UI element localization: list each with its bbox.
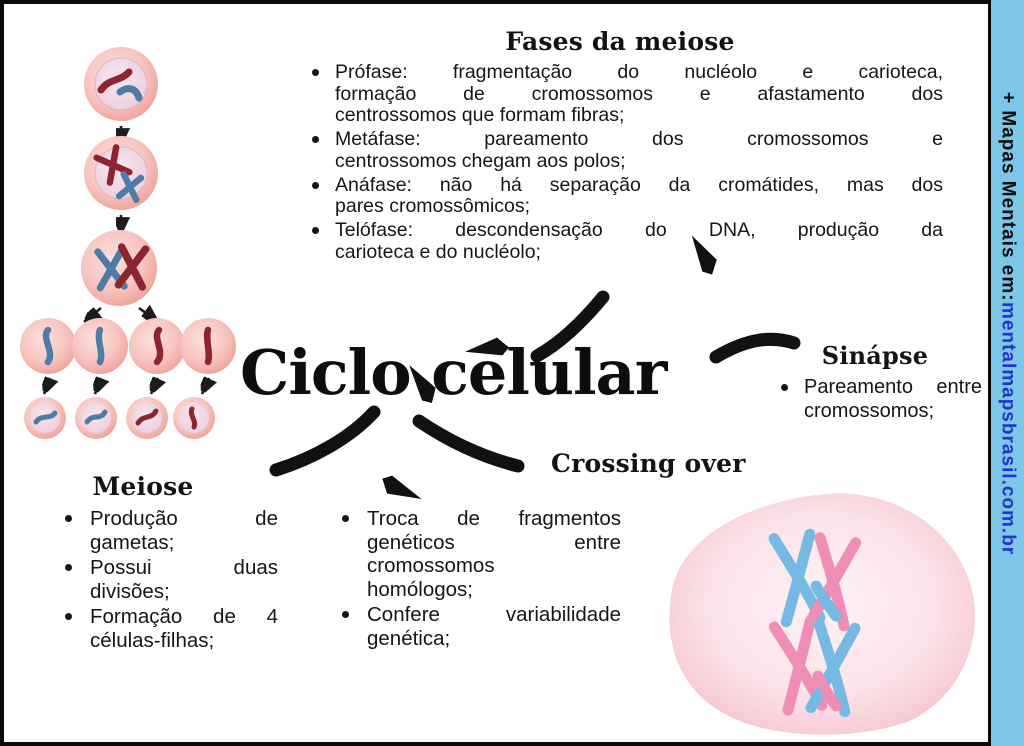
bullet-dot bbox=[65, 613, 72, 620]
cell-pair-red-icon bbox=[129, 318, 236, 374]
down-arrow-icon bbox=[151, 378, 158, 394]
cell-membrane-icon bbox=[669, 493, 976, 735]
list-item: Possui duas divisões; bbox=[56, 556, 278, 603]
chromosome-red-icon bbox=[114, 243, 150, 291]
bullet-line: formação de cromossomos e afastamento do… bbox=[335, 82, 943, 105]
cell-interphase-icon bbox=[84, 47, 158, 121]
cell-paired-homologs-icon bbox=[81, 230, 157, 306]
bullet-line: carioteca e do nucléolo; bbox=[335, 240, 541, 263]
crossing-pair-top-icon bbox=[768, 528, 862, 632]
bullet-line: cromossomos bbox=[367, 554, 495, 577]
down-arrow-icon bbox=[44, 378, 50, 394]
bullet-line: Produção de bbox=[90, 507, 278, 530]
list-item: Telófase: descondensação do DNA, produçã… bbox=[303, 218, 943, 263]
bullet-line: Troca de fragmentos bbox=[367, 507, 621, 530]
bullet-line: Telófase: descondensação do DNA, produçã… bbox=[335, 218, 943, 241]
arrow-to-crossing-over-icon bbox=[419, 421, 525, 473]
list-item: Prófase: fragmentação do nucléolo e cari… bbox=[303, 61, 943, 127]
diverge-arrow-right-icon bbox=[138, 308, 158, 322]
bullet-line: Metáfase: pareamento dos cromossomos e bbox=[335, 128, 943, 151]
bullet-line: homólogos; bbox=[367, 577, 473, 601]
bullet-dot bbox=[342, 515, 349, 522]
bullet-line: Formação de 4 bbox=[90, 605, 278, 628]
bullet-dot bbox=[65, 515, 72, 522]
bullet-line: divisões; bbox=[90, 579, 170, 603]
list-item: Pareamento entre cromossomos; bbox=[776, 376, 982, 423]
bullet-line: gametas; bbox=[90, 530, 175, 554]
sidebar-banner: + Mapas Mentais em: mentalmapsbrasil.com… bbox=[988, 0, 1024, 746]
frame-border-bottom bbox=[0, 742, 988, 746]
section-title-sinapse: Sinápse bbox=[821, 341, 929, 370]
bullet-line: pares cromossômicos; bbox=[335, 195, 531, 218]
section-title-crossing-over: Crossing over bbox=[551, 449, 746, 478]
list-item: Formação de 4 células-filhas; bbox=[56, 605, 278, 652]
sidebar-label: + Mapas Mentais em: bbox=[997, 92, 1019, 302]
daughter-cells-icon bbox=[24, 397, 215, 439]
bullet-dot bbox=[312, 136, 319, 144]
crossing-pair-bottom-icon bbox=[768, 616, 861, 718]
bullet-dot bbox=[312, 181, 319, 189]
page-title: Ciclo celular bbox=[240, 336, 667, 409]
bullet-line: centrossomos chegam aos polos; bbox=[335, 149, 626, 172]
fases-meiose-list: Prófase: fragmentação do nucléolo e cari… bbox=[303, 61, 943, 265]
section-title-meiose: Meiose bbox=[92, 472, 194, 501]
bullet-line: genéticos entre bbox=[367, 530, 621, 554]
frame-border-top bbox=[0, 0, 988, 4]
down-arrow-icon bbox=[202, 378, 209, 394]
meiosis-sequence-illustration bbox=[20, 47, 236, 439]
cell-condensed-icon bbox=[84, 136, 158, 210]
chromosome-red-icon bbox=[97, 68, 133, 94]
crossing-over-cell-illustration bbox=[669, 493, 976, 735]
list-item: Confere variabilidade genética; bbox=[333, 603, 621, 650]
arrow-to-meiose-icon bbox=[269, 405, 374, 470]
bullet-line: Possui duas bbox=[90, 556, 278, 579]
bullet-dot bbox=[781, 384, 788, 391]
down-arrow-icon bbox=[95, 378, 101, 394]
bullet-line: Confere variabilidade bbox=[367, 603, 621, 626]
bullet-line: centrossomos que formam fibras; bbox=[335, 104, 625, 127]
diverge-arrow-left-icon bbox=[84, 306, 101, 322]
list-item: Metáfase: pareamento dos cromossomos e c… bbox=[303, 128, 943, 172]
bullet-line: células-filhas; bbox=[90, 628, 215, 652]
chromosome-blue-icon bbox=[94, 246, 128, 292]
chromosome-red-icon bbox=[93, 144, 133, 186]
sinapse-list: Pareamento entre cromossomos; bbox=[776, 376, 982, 425]
bullet-line: cromossomos; bbox=[804, 399, 935, 422]
list-item: Troca de fragmentos genéticos entre crom… bbox=[333, 507, 621, 601]
cell-pair-blue-icon bbox=[20, 318, 128, 374]
sidebar-site-link[interactable]: mentalmapsbrasil.com.br bbox=[997, 301, 1019, 555]
frame-border-left bbox=[0, 0, 4, 746]
list-item: Anáfase: não há separação da cromátides,… bbox=[303, 173, 943, 218]
list-item: Produção de gametas; bbox=[56, 507, 278, 554]
crossing-over-list: Troca de fragmentos genéticos entre crom… bbox=[333, 507, 621, 652]
bullet-line: Pareamento entre bbox=[804, 376, 982, 398]
bullet-dot bbox=[312, 69, 319, 76]
bullet-dot bbox=[342, 611, 349, 618]
bullet-line: genética; bbox=[367, 626, 451, 650]
bullet-line: Prófase: fragmentação do nucléolo e cari… bbox=[335, 61, 943, 83]
bullet-dot bbox=[312, 226, 319, 234]
bullet-dot bbox=[65, 564, 72, 571]
meiose-list: Produção de gametas; Possui duas divisõe… bbox=[56, 507, 278, 654]
chromosome-blue-icon bbox=[115, 171, 145, 203]
chromosome-blue-icon bbox=[116, 85, 143, 102]
section-title-fases-meiose: Fases da meiose bbox=[505, 27, 735, 56]
bullet-line: Anáfase: não há separação da cromátides,… bbox=[335, 173, 943, 196]
